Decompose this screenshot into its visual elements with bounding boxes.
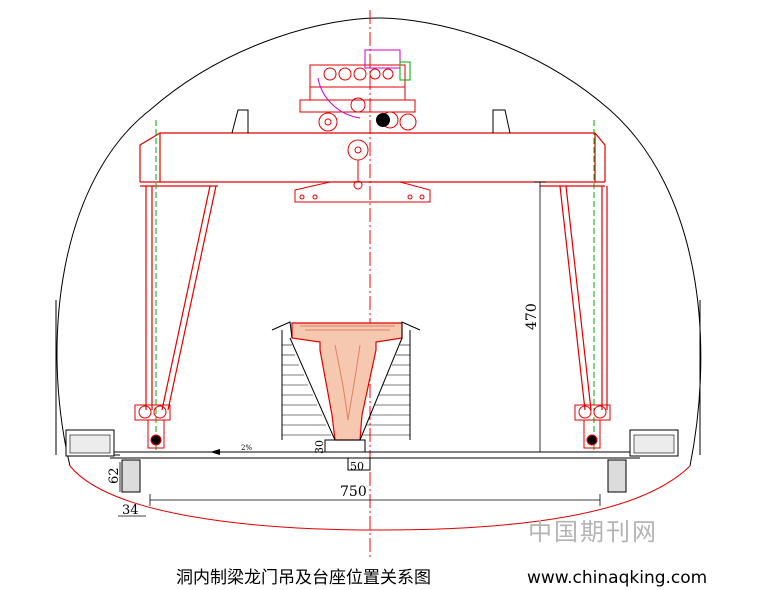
formwork-hatch-left [282,344,331,436]
dim-750: 750 [340,484,367,500]
slope-label: 2% [241,444,252,452]
right-wheel-assembly [574,404,611,449]
tunnel-arch [56,17,702,467]
formwork-hatch-right [362,344,410,436]
tunnel-invert [69,465,691,531]
dim-50: 50 [350,460,364,473]
left-ear [231,109,249,134]
left-wheel-assembly [134,404,171,449]
right-rail-base [607,429,679,493]
dim-30: 30 [313,440,326,454]
dim-62: 62 [107,467,122,484]
main-girder [139,132,606,187]
hoist-motor [317,49,411,119]
hoist-drum [376,113,390,127]
casting-pedestal [80,439,640,471]
lifting-block [294,139,431,203]
left-rail-base [65,429,141,493]
right-ear [492,109,511,134]
watermark-cn: 中国期刊网 [528,518,658,546]
dim-470: 470 [524,303,540,330]
precast-girder-section [291,322,403,441]
figure-caption: 洞内制梁龙门吊及台座位置关系图 [176,568,431,588]
left-leg [145,185,217,411]
hoist-trolley [299,64,417,132]
right-leg [559,185,608,411]
dim-34: 34 [122,503,139,518]
watermark-url: www.chinaqking.com [527,568,707,588]
